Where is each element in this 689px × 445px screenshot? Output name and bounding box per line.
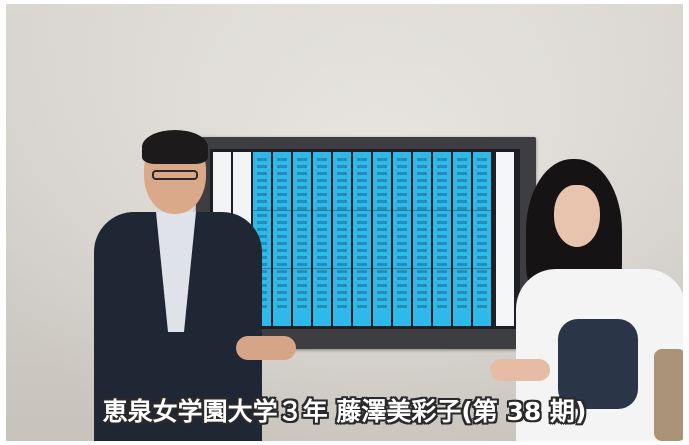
screen-column-names [453, 152, 471, 326]
man-hand [236, 336, 296, 360]
man-figure [86, 130, 296, 441]
bag [654, 349, 683, 441]
woman-hand [490, 359, 550, 381]
screen-column-names [413, 152, 431, 326]
man-hair [142, 130, 208, 164]
name-display-screen [210, 149, 520, 329]
screen-column-names [313, 152, 331, 326]
folded-jacket [558, 319, 638, 409]
photo [6, 4, 683, 441]
screen-column-names [433, 152, 451, 326]
screen-column-names [473, 152, 491, 326]
woman-face [554, 185, 600, 247]
screen-column-names [393, 152, 411, 326]
glasses-icon [152, 170, 198, 180]
photo-caption: 恵泉女学園大学３年 藤澤美彩子(第 38 期) [102, 397, 587, 426]
display-frame [196, 137, 536, 349]
screen-header-column [496, 152, 514, 326]
woman-figure [476, 159, 683, 441]
screen-column-names [333, 152, 351, 326]
screen-column-names [353, 152, 371, 326]
screen-column-names [273, 152, 291, 326]
screen-column-names [373, 152, 391, 326]
screen-column-names [293, 152, 311, 326]
